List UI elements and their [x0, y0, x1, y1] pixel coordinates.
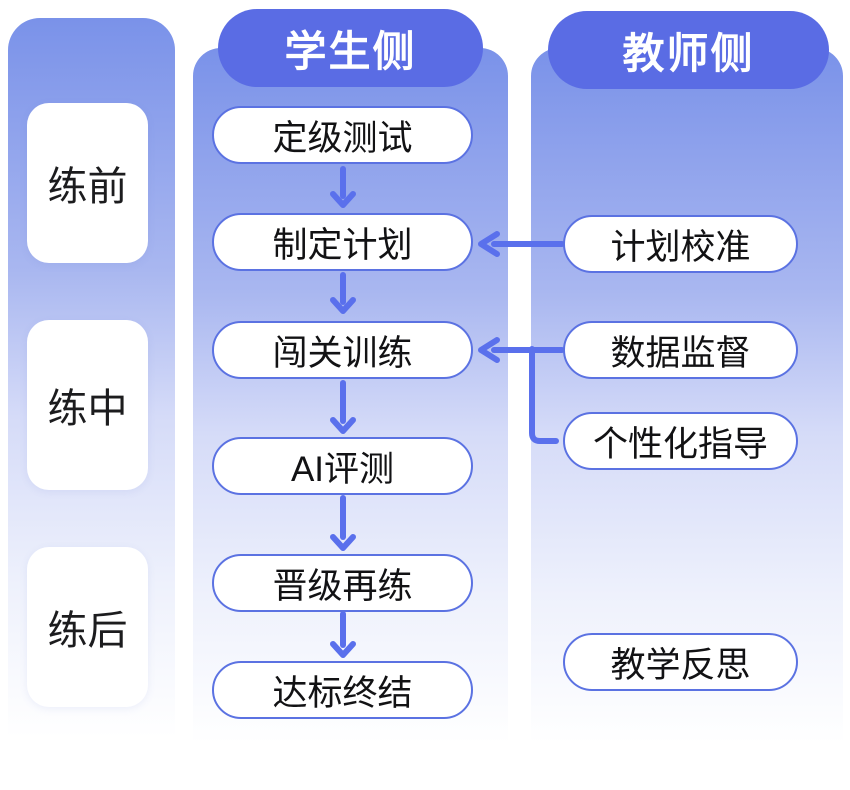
node-make-plan: 制定计划 — [212, 213, 473, 271]
arrow-left-icon-data-supervision — [478, 337, 565, 363]
node-advance-retrain: 晋级再练 — [212, 554, 473, 612]
teacher-column-header: 教师侧 — [548, 11, 829, 89]
phase-box-after-practice: 练后 — [27, 547, 148, 707]
arrow-left-icon-plan-calibration — [478, 231, 565, 257]
node-placement-test: 定级测试 — [212, 106, 473, 164]
elbow-connector-personalized-guidance — [529, 346, 559, 444]
phase-box-before-practice: 练前 — [27, 103, 148, 263]
node-ai-assessment: AI评测 — [212, 437, 473, 495]
node-data-supervision: 数据监督 — [563, 321, 798, 379]
node-goal-completion: 达标终结 — [212, 661, 473, 719]
node-personalized-guidance: 个性化指导 — [563, 412, 798, 470]
arrow-down-icon-2 — [330, 272, 356, 314]
arrow-down-icon-5 — [330, 611, 356, 658]
arrow-down-icon-3 — [330, 380, 356, 434]
node-teaching-reflection: 教学反思 — [563, 633, 798, 691]
node-level-training: 闯关训练 — [212, 321, 473, 379]
arrow-down-icon-4 — [330, 495, 356, 551]
student-column-header: 学生侧 — [218, 9, 483, 87]
phase-box-during-practice: 练中 — [27, 320, 148, 490]
node-plan-calibration: 计划校准 — [563, 215, 798, 273]
arrow-down-icon-1 — [330, 166, 356, 208]
